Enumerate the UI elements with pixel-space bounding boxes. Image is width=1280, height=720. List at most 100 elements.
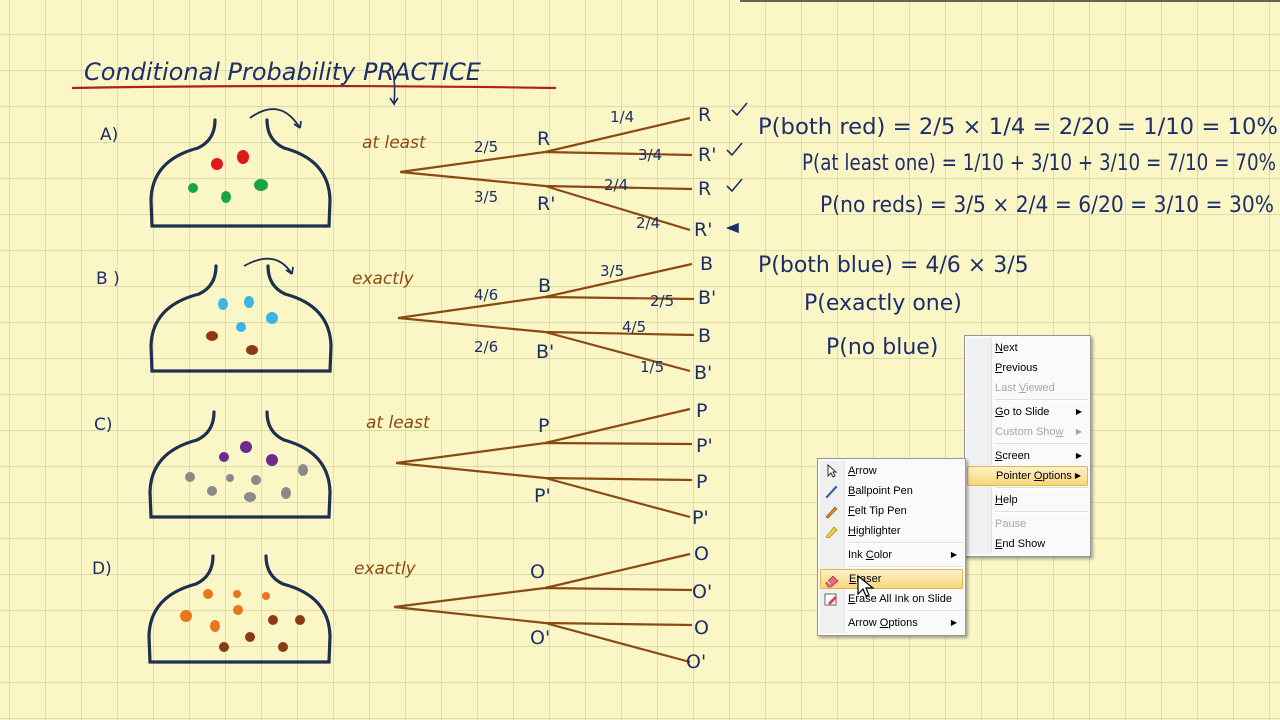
- problem-label-c: C): [94, 415, 113, 435]
- felt-tip-pen-icon: [825, 506, 838, 519]
- menu-ballpoint-pen[interactable]: Ballpoint Pen: [820, 481, 963, 501]
- menu-separator: [995, 487, 1088, 489]
- submenu-arrow-icon: ▶: [1074, 471, 1081, 480]
- qualifier-b: exactly: [352, 269, 415, 289]
- submenu-arrow-icon: ▶: [1075, 451, 1082, 460]
- tree-branches: [393, 116, 695, 664]
- tree-c-leaf-4: P': [692, 507, 709, 529]
- jar-b: [149, 264, 333, 373]
- menu-pointer-options[interactable]: Pointer Options▶: [967, 466, 1088, 486]
- menu-eraser[interactable]: Eraser: [820, 569, 963, 589]
- ballpoint-pen-icon: [825, 485, 838, 499]
- mouse-cursor-icon: [857, 574, 875, 597]
- tree-b-leaf-2: B': [698, 287, 716, 309]
- draw-arrow-b: [243, 257, 294, 275]
- tree-a-first: R: [537, 128, 550, 150]
- submenu-arrow-icon: ▶: [1075, 427, 1082, 436]
- menu-go-to-slide[interactable]: Go to Slide▶: [967, 402, 1088, 422]
- menu-highlighter[interactable]: Highlighter: [820, 521, 963, 541]
- tree-c-leaf-2: P': [696, 435, 713, 457]
- tree-a-second: R': [537, 193, 555, 215]
- equation-no-blue: P(no blue): [826, 335, 938, 360]
- check-marks: [725, 102, 748, 234]
- tree-b-lp4: 1/5: [640, 358, 664, 376]
- menu-ink-color[interactable]: Ink Color▶: [820, 545, 963, 565]
- draw-arrow-a: [249, 108, 302, 129]
- highlighter-icon: [825, 526, 838, 539]
- menu-separator: [995, 399, 1088, 401]
- menu-next[interactable]: Next: [995, 342, 1018, 354]
- menu-separator: [995, 511, 1088, 513]
- tree-a-lp3: 2/4: [604, 176, 628, 194]
- tree-a-p1: 2/5: [474, 138, 498, 156]
- equation-no-reds: P(no reds) = 3/5 × 2/4 = 6/20 = 3/10 = 3…: [820, 193, 1274, 218]
- qualifier-c: at least: [366, 413, 431, 433]
- menu-previous[interactable]: Previous: [995, 362, 1038, 374]
- tree-b-lp2: 2/5: [650, 292, 674, 310]
- tree-c-leaf-3: P: [696, 471, 707, 493]
- chips-c: [185, 441, 308, 502]
- jar-a: [149, 118, 332, 228]
- tree-a-lp4: 2/4: [636, 214, 660, 232]
- menu-last-viewed: Last Viewed: [995, 382, 1055, 394]
- tree-a-p2: 3/5: [474, 188, 498, 206]
- tree-a-lp1: 1/4: [610, 108, 634, 126]
- tree-b-lp3: 4/5: [622, 318, 646, 336]
- submenu-arrow-icon: ▶: [950, 618, 957, 627]
- jar-d: [147, 554, 332, 664]
- menu-separator: [848, 542, 963, 544]
- tree-a-leaf-4: R': [694, 219, 712, 241]
- menu-felt-tip-pen[interactable]: Felt Tip Pen: [820, 501, 963, 521]
- title-underline: [71, 84, 557, 90]
- submenu-arrow-icon: ▶: [950, 550, 957, 559]
- jar-c: [148, 410, 332, 519]
- menu-erase-all-ink[interactable]: Erase All Ink on Slide: [820, 589, 963, 609]
- tree-b-p1: 4/6: [474, 286, 498, 304]
- tree-d-leaf-3: O: [694, 617, 709, 639]
- tree-b-leaf-3: B: [698, 325, 711, 347]
- submenu-arrow-icon: ▶: [1075, 407, 1082, 416]
- menu-screen[interactable]: Screen▶: [967, 446, 1088, 466]
- tree-a-lp2: 3/4: [638, 146, 662, 164]
- menu-pause: Pause: [995, 518, 1027, 530]
- problem-label-b: B ): [96, 269, 120, 289]
- equation-both-blue: P(both blue) = 4/6 × 3/5: [758, 253, 1029, 278]
- qualifier-a: at least: [362, 133, 427, 153]
- menu-end-show[interactable]: End Show: [995, 538, 1046, 550]
- chips-b: [206, 296, 278, 355]
- tree-a-leaf-2: R': [698, 144, 716, 166]
- title-arrow: [389, 65, 399, 107]
- menu-arrow-options[interactable]: Arrow Options▶: [820, 613, 963, 633]
- equation-exactly-one: P(exactly one): [804, 291, 962, 316]
- tree-b-first: B: [538, 275, 551, 297]
- problem-label-d: D): [92, 559, 112, 579]
- tree-b-leaf-1: B: [700, 253, 713, 275]
- tree-b-second: B': [536, 341, 554, 363]
- qualifier-d: exactly: [354, 559, 417, 579]
- pointer-options-submenu: Arrow Ballpoint Pen Felt Tip Pen Highlig…: [817, 458, 966, 636]
- menu-custom-show: Custom Show▶: [967, 422, 1088, 442]
- menu-separator: [995, 443, 1088, 445]
- chips-d: [180, 589, 305, 652]
- eraser-icon: [825, 575, 839, 588]
- menu-separator: [848, 610, 963, 612]
- tree-b-leaf-4: B': [694, 362, 712, 384]
- slideshow-context-menu: Next Previous Last Viewed Go to Slide▶ C…: [964, 335, 1091, 557]
- tree-c-second: P': [534, 485, 551, 507]
- menu-arrow[interactable]: Arrow: [820, 461, 963, 481]
- tree-b-p2: 2/6: [474, 338, 498, 356]
- arrow-cursor-icon: [827, 463, 838, 478]
- problem-label-a: A): [100, 125, 118, 145]
- tree-d-first: O: [530, 561, 545, 583]
- chips-a: [188, 150, 268, 203]
- menu-help[interactable]: Help: [995, 494, 1018, 506]
- tree-d-leaf-1: O: [694, 543, 709, 565]
- tree-c-first: P: [538, 415, 549, 437]
- tree-d-leaf-4: O': [686, 651, 706, 673]
- erase-all-ink-icon: [824, 593, 837, 606]
- tree-a-leaf-3: R: [698, 178, 711, 200]
- tree-d-leaf-2: O': [692, 581, 712, 603]
- tree-c-leaf-1: P: [696, 400, 707, 422]
- menu-separator: [848, 566, 963, 568]
- equation-both-red: P(both red) = 2/5 × 1/4 = 2/20 = 1/10 = …: [758, 115, 1278, 140]
